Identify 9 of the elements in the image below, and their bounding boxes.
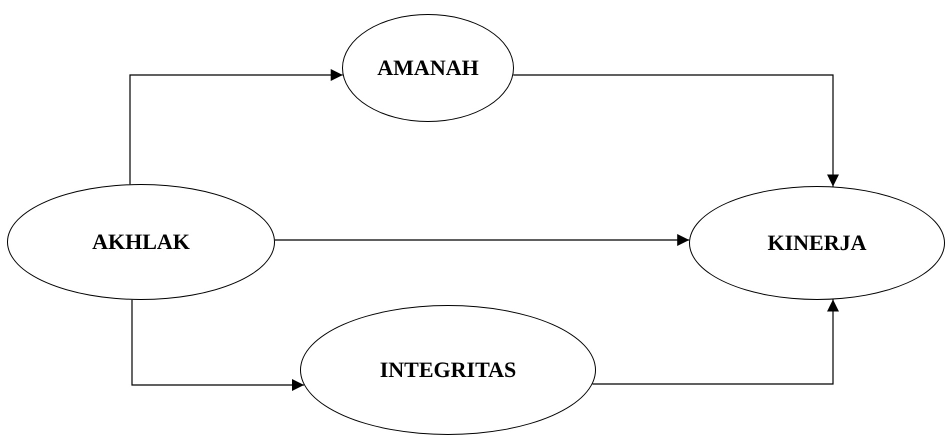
node-label: INTEGRITAS — [380, 357, 516, 383]
arrow — [592, 300, 839, 385]
node-label: AMANAH — [377, 55, 479, 81]
arrow — [129, 69, 343, 184]
node-label: KINERJA — [767, 230, 866, 256]
arrow — [513, 74, 839, 186]
arrow — [274, 234, 690, 246]
arrow — [131, 300, 304, 391]
node-label: AKHLAK — [92, 229, 190, 255]
